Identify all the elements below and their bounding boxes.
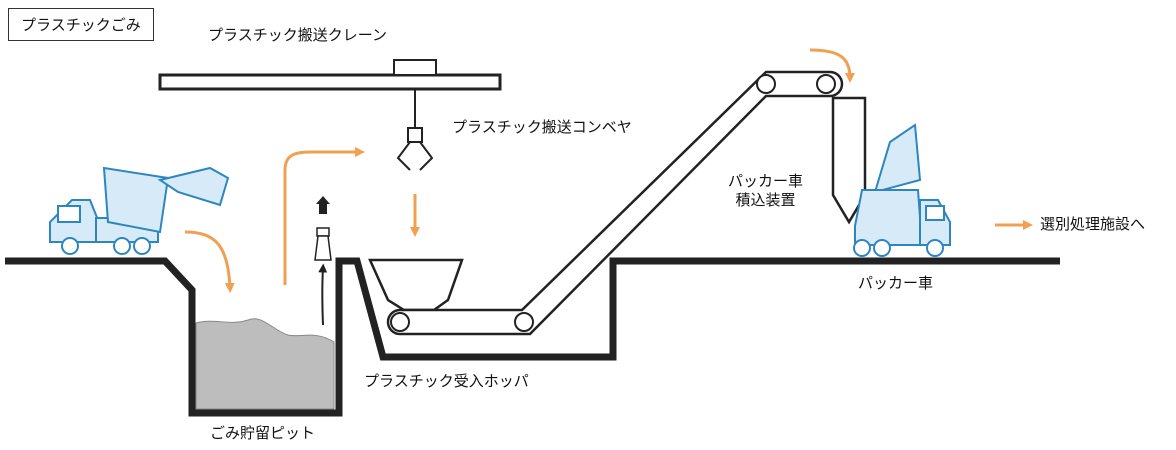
- flow-arrow-icon: [184, 48, 1033, 293]
- loading-chute: [831, 96, 867, 225]
- receiving-hopper: [368, 258, 464, 312]
- crane-grab-icon: [396, 127, 434, 171]
- label-crane: プラスチック搬送クレーン: [208, 26, 387, 44]
- label-loader: パッカー車 積込装置: [728, 172, 803, 210]
- belt-conveyor: [386, 70, 844, 336]
- label-loader-line1: パッカー車: [728, 172, 804, 190]
- crane-trolley: [393, 59, 437, 76]
- ground-and-pit-outline: [5, 257, 1060, 417]
- label-packer-truck: パッカー車: [858, 274, 934, 292]
- crane-rail: [158, 73, 502, 91]
- title-box: プラスチックごみ: [8, 8, 154, 41]
- packer-truck-icon: [853, 123, 951, 257]
- stored-waste: [195, 318, 335, 410]
- dump-truck-icon: [49, 166, 230, 255]
- label-destination: 選別処理施設へ: [1040, 215, 1146, 233]
- label-hopper: プラスチック受入ホッパ: [364, 372, 529, 390]
- label-conveyor: プラスチック搬送コンベヤ: [452, 118, 632, 136]
- exhaust-fan-icon: [314, 196, 332, 326]
- label-loader-line2: 積込装置: [735, 190, 796, 209]
- label-pit: ごみ貯留ピット: [210, 424, 316, 442]
